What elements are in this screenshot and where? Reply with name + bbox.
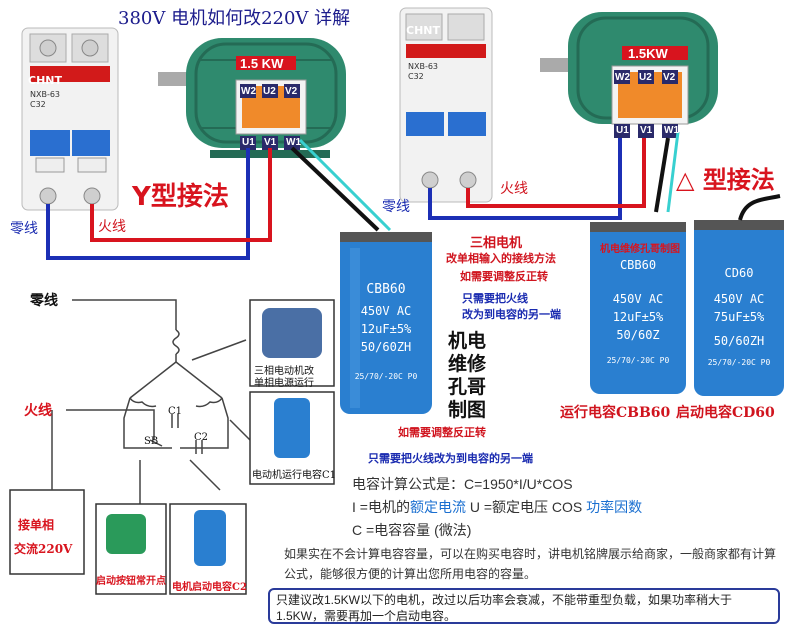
right-breaker-rating: C32 bbox=[408, 72, 424, 81]
left-term-u1: U1 bbox=[242, 137, 255, 148]
anno-three-phase: 三相电机 bbox=[470, 236, 523, 251]
page-title: 380V 电机如何改220V 详解 bbox=[118, 8, 351, 29]
cap-center-capacitance: 12uF±5% bbox=[360, 322, 412, 336]
left-term-u2: U2 bbox=[263, 86, 276, 97]
schem-c1: C1 bbox=[168, 406, 183, 417]
right-breaker-brand: CHNT bbox=[406, 24, 440, 37]
anno-reverse-1: 如需要调整反正转 bbox=[460, 270, 548, 283]
run-capacitor-right bbox=[590, 222, 686, 394]
right-term-v2: V2 bbox=[663, 72, 676, 83]
left-live-label: 火线 bbox=[98, 219, 126, 235]
schem-neutral-label: 零线 bbox=[30, 293, 58, 309]
right-term-u2: U2 bbox=[639, 72, 652, 83]
left-breaker bbox=[21, 27, 119, 211]
anno-reverse-bottom-1: 如需要调整反正转 bbox=[398, 426, 486, 439]
cap-start-temp: 25/70/-20C P0 bbox=[707, 358, 771, 367]
left-term-w1: W1 bbox=[286, 137, 301, 148]
right-term-u1: U1 bbox=[616, 125, 629, 136]
schem-start-cap-caption: 电机启动电容C2 bbox=[172, 582, 247, 593]
cap-start-frequency: 50/60ZH bbox=[713, 334, 765, 348]
cap-center-frequency: 50/60ZH bbox=[360, 340, 412, 354]
cap-start-voltage: 450V AC bbox=[713, 292, 765, 306]
cap-center-model: CBB60 bbox=[366, 282, 406, 297]
box-note: 只建议改1.5KW以下的电机，改过以后功率会衰减，不能带重型负载，如果功率稍大于… bbox=[268, 588, 780, 624]
right-term-v1: V1 bbox=[640, 125, 653, 136]
left-term-v1: V1 bbox=[264, 137, 277, 148]
right-term-w1: W1 bbox=[664, 125, 679, 136]
anno-single-input: 改单相输入的接线方法 bbox=[446, 252, 556, 265]
cap-right-model: CBB60 bbox=[619, 258, 657, 272]
note-text: 如果实在不会计算电容容量，可以在购买电容时，讲电机铭牌展示给商家，一般商家都有计… bbox=[284, 547, 777, 581]
anno-reverse-bottom-2: 只需要把火线改为到电容的另一端 bbox=[368, 452, 533, 465]
right-neutral-label: 零线 bbox=[382, 199, 410, 215]
formula-line-3: C =电容容量 (微法) bbox=[352, 522, 472, 538]
cap-center-temp: 25/70/-20C P0 bbox=[354, 372, 418, 381]
cap-right-frequency: 50/60Z bbox=[616, 328, 660, 342]
left-motor-power: 1.5 KW bbox=[240, 56, 284, 71]
left-neutral-label: 零线 bbox=[10, 221, 38, 237]
right-breaker-model: NXB-63 bbox=[408, 62, 439, 71]
right-live-label: 火线 bbox=[500, 181, 528, 197]
cap-right-voltage: 450V AC bbox=[612, 292, 664, 306]
right-breaker bbox=[399, 7, 493, 203]
left-motor bbox=[158, 38, 346, 158]
author-vertical: 机电 维修 孔哥 制图 bbox=[448, 330, 487, 421]
cap-right-temp: 25/70/-20C P0 bbox=[606, 356, 670, 365]
schem-single-phase-2: 交流220V bbox=[14, 542, 73, 556]
schem-c2: C2 bbox=[194, 432, 209, 443]
right-term-w2: W2 bbox=[615, 72, 630, 83]
schem-run-cap-caption: 电动机运行电容C1 bbox=[252, 470, 337, 481]
schem-sb: SB bbox=[144, 436, 159, 447]
left-breaker-rating: C32 bbox=[30, 100, 46, 109]
cap-center-voltage: 450V AC bbox=[360, 304, 412, 318]
cap-start-capacitance: 75uF±5% bbox=[713, 310, 765, 324]
anno-reverse-2: 只需要把火线 bbox=[462, 292, 528, 305]
run-cap-caption: 运行电容CBB60 bbox=[560, 405, 671, 421]
schem-button-caption: 启动按钮常开点 bbox=[96, 576, 166, 587]
right-motor-power: 1.5KW bbox=[628, 46, 668, 61]
cap-right-capacitance: 12uF±5% bbox=[612, 310, 664, 324]
schem-motor-caption-1: 三相电动机改 bbox=[254, 366, 314, 377]
left-breaker-brand: CHNT bbox=[28, 74, 62, 87]
left-breaker-model: NXB-63 bbox=[30, 90, 61, 99]
schematic-lines bbox=[66, 299, 251, 530]
start-cap-caption: 启动电容CD60 bbox=[676, 405, 775, 421]
schem-single-phase-1: 接单相 bbox=[18, 518, 55, 532]
schem-motor-caption-2: 单相电源运行 bbox=[254, 378, 314, 389]
y-wiring-label: Y型接法 bbox=[132, 182, 229, 212]
left-term-v2: V2 bbox=[285, 86, 298, 97]
cap-start-model: CD60 bbox=[724, 266, 754, 280]
anno-reverse-3: 改为到电容的另一端 bbox=[462, 308, 561, 321]
right-motor bbox=[540, 12, 718, 138]
cap-right-brand: 机电维修孔哥制图 bbox=[600, 244, 680, 255]
run-capacitor-center bbox=[340, 232, 432, 414]
delta-wiring-label: △ 型接法 bbox=[676, 166, 775, 194]
start-capacitor-right bbox=[694, 194, 784, 396]
left-term-w2: W2 bbox=[241, 86, 256, 97]
schem-live-label: 火线 bbox=[24, 403, 52, 419]
formula-line-2: I =电机的额定电流 U =额定电压 COS 功率因数 bbox=[352, 499, 643, 515]
formula-line-1: 电容计算公式是：C=1950*I/U*COS bbox=[352, 476, 573, 492]
